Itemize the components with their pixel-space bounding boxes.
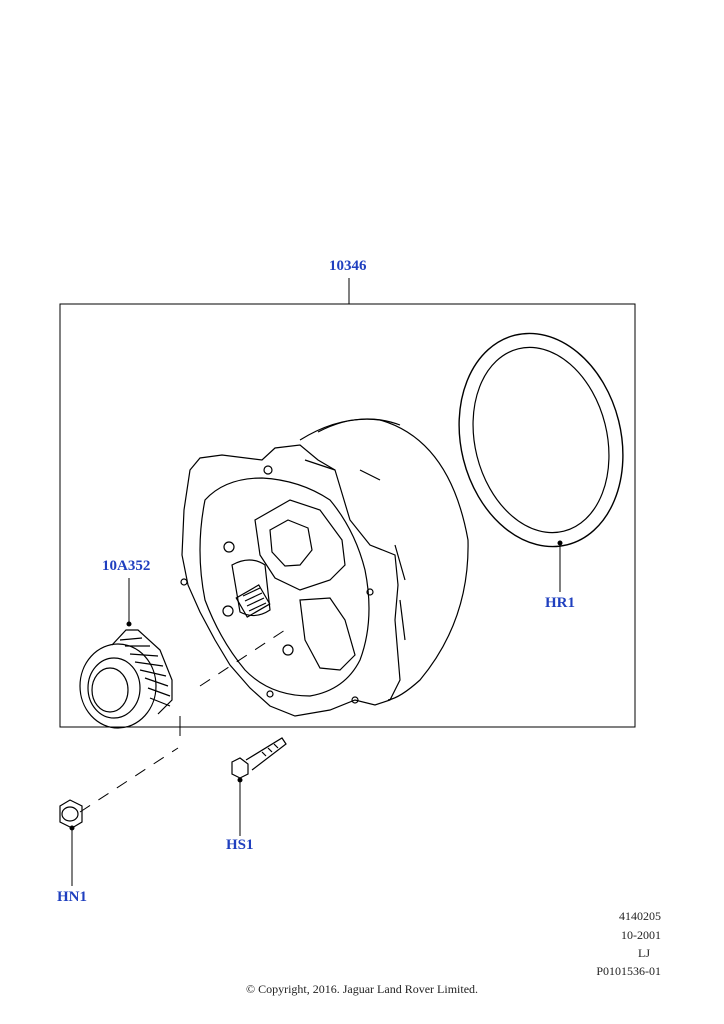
nut — [59, 799, 83, 829]
seal-ring — [458, 332, 624, 548]
assembly-frame — [59, 303, 636, 728]
alternator-body — [180, 418, 469, 717]
callout-bolt[interactable]: HS1 — [226, 837, 254, 853]
copyright-notice: © Copyright, 2016. Jaguar Land Rover Lim… — [245, 982, 479, 996]
ref-date: 10-2001 — [621, 928, 661, 942]
axis-line-upper — [199, 629, 286, 687]
ref-code: 4140205 — [619, 909, 661, 923]
callout-ring[interactable]: HR1 — [545, 595, 575, 611]
bolt — [231, 737, 287, 779]
callout-pulley[interactable]: 10A352 — [102, 558, 151, 574]
callout-nut[interactable]: HN1 — [57, 889, 87, 905]
pulley — [79, 629, 173, 729]
ref-part: P0101536-01 — [596, 964, 661, 978]
callout-assembly[interactable]: 10346 — [329, 258, 367, 274]
ref-initials: LJ — [638, 946, 650, 960]
axis-line-lower — [79, 747, 179, 813]
